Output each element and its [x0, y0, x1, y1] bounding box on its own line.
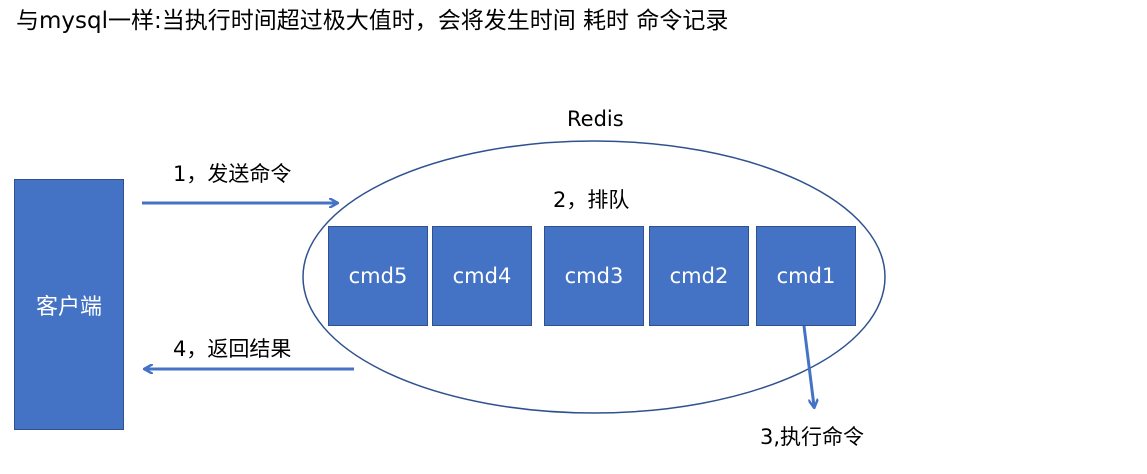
queue-cmd3: cmd3 — [544, 226, 644, 326]
queue-cmd4: cmd4 — [432, 226, 532, 326]
execute-command-arrow — [802, 325, 814, 406]
queue-cmd2: cmd2 — [649, 226, 749, 326]
queue-cmd2-label: cmd2 — [669, 264, 729, 288]
client-box: 客户端 — [14, 179, 124, 430]
queue-cmd5: cmd5 — [328, 226, 428, 326]
step3-label: 3,执行命令 — [760, 425, 865, 449]
step4-label: 4，返回结果 — [173, 337, 292, 361]
queue-cmd3-label: cmd3 — [564, 264, 624, 288]
client-label: 客户端 — [35, 294, 102, 320]
queue-cmd1-label: cmd1 — [776, 264, 836, 288]
redis-label: Redis — [567, 107, 624, 131]
page-heading: 与mysql一样:当执行时间超过极大值时，会将发生时间 耗时 命令记录 — [16, 8, 729, 34]
queue-cmd1: cmd1 — [756, 226, 856, 326]
step1-label: 1，发送命令 — [173, 162, 292, 186]
queue-cmd4-label: cmd4 — [452, 264, 512, 288]
queue-cmd5-label: cmd5 — [348, 264, 408, 288]
step2-label: 2，排队 — [553, 188, 630, 212]
redis-ellipse — [302, 140, 886, 414]
